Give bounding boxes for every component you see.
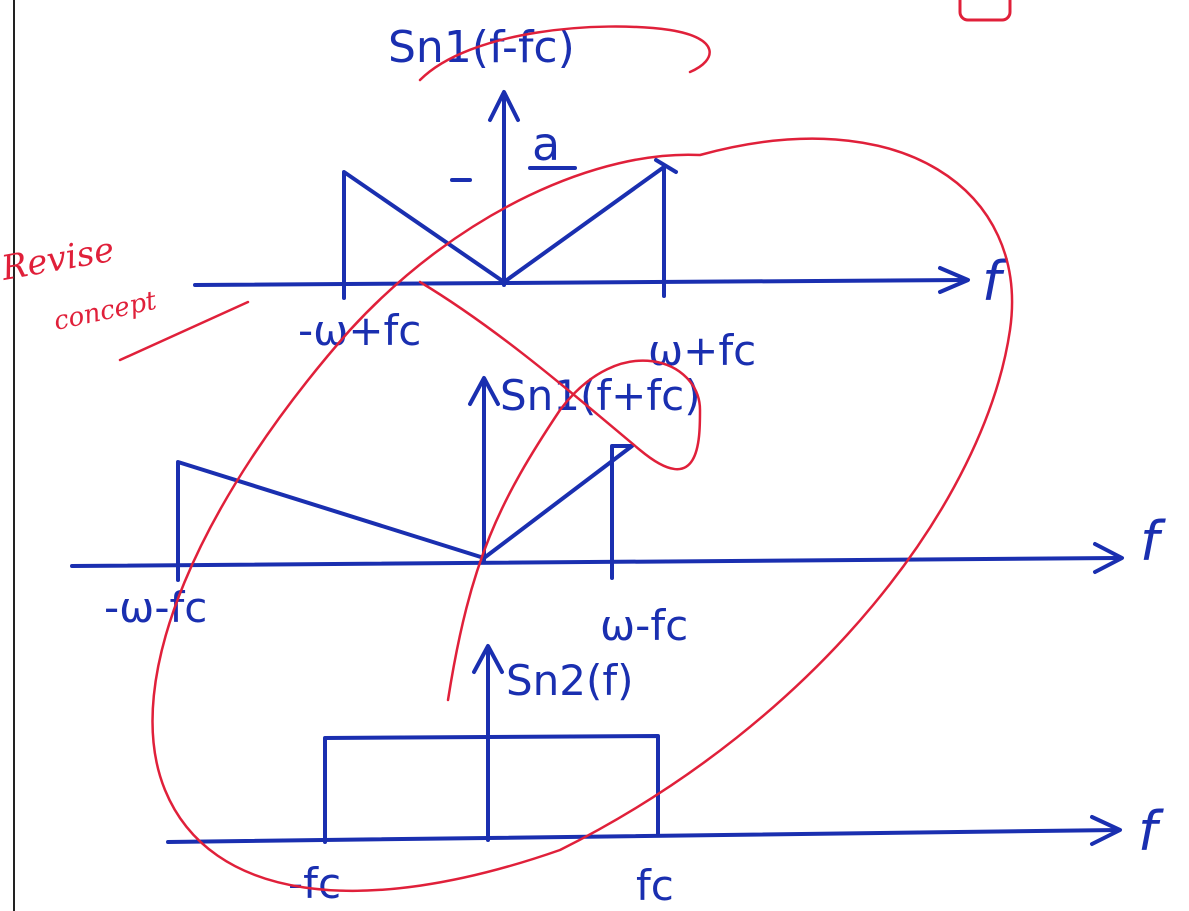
plot3-y-label: Sn2(f) [506,656,634,705]
plot3-rectangle-spectrum [323,734,660,844]
plot1-tick-right-label: ω+fc [648,326,756,375]
large-red-ellipse [151,137,1014,892]
plot1-right-corner-cross [654,158,678,174]
plot3-tick-left-label: -fc [288,859,341,908]
plot-sn2 [166,644,1122,846]
plot2-y-arrowhead [468,376,500,406]
plot2-x-label: f [1140,510,1166,573]
plot2-spectrum-shape [176,444,634,567]
plot2-x-axis [70,556,1120,568]
plot1-x-arrowhead [938,266,970,294]
plot-sn1-shifted-right [193,90,970,300]
plot1-y-label: Sn1(f-fc) [388,22,575,73]
plot1-peak-label: a [532,117,560,171]
plot3-tick-right-label: fc [636,861,674,910]
note-underline [118,300,250,362]
plot2-y-label: Sn1(f+fc) [500,371,701,420]
plot1-spectrum-shape [342,165,666,287]
plot3-x-axis [166,828,1120,844]
plot2-x-arrowhead [1093,542,1124,574]
plot1-x-axis [193,278,967,287]
plot3-y-arrowhead [472,644,504,674]
note-concept: concept [51,286,160,337]
red-figure-eight-loop [418,280,702,702]
plot2-tick-left-label: -ω-fc [104,583,207,632]
plot2-tick-right-label: ω-fc [600,601,688,650]
plot1-tick-left-label: -ω+fc [298,306,421,355]
plot3-x-arrowhead [1090,815,1122,846]
red-loop-top [418,25,711,82]
corner-red-mark [958,0,1012,22]
plot1-x-label: f [982,250,1008,313]
plot-sn1-shifted-left [70,376,1124,582]
plot1-y-arrowhead [488,90,520,122]
plot3-x-label: f [1138,800,1164,863]
red-annotation-strokes [118,25,1014,892]
note-revise: Revise [0,230,117,289]
